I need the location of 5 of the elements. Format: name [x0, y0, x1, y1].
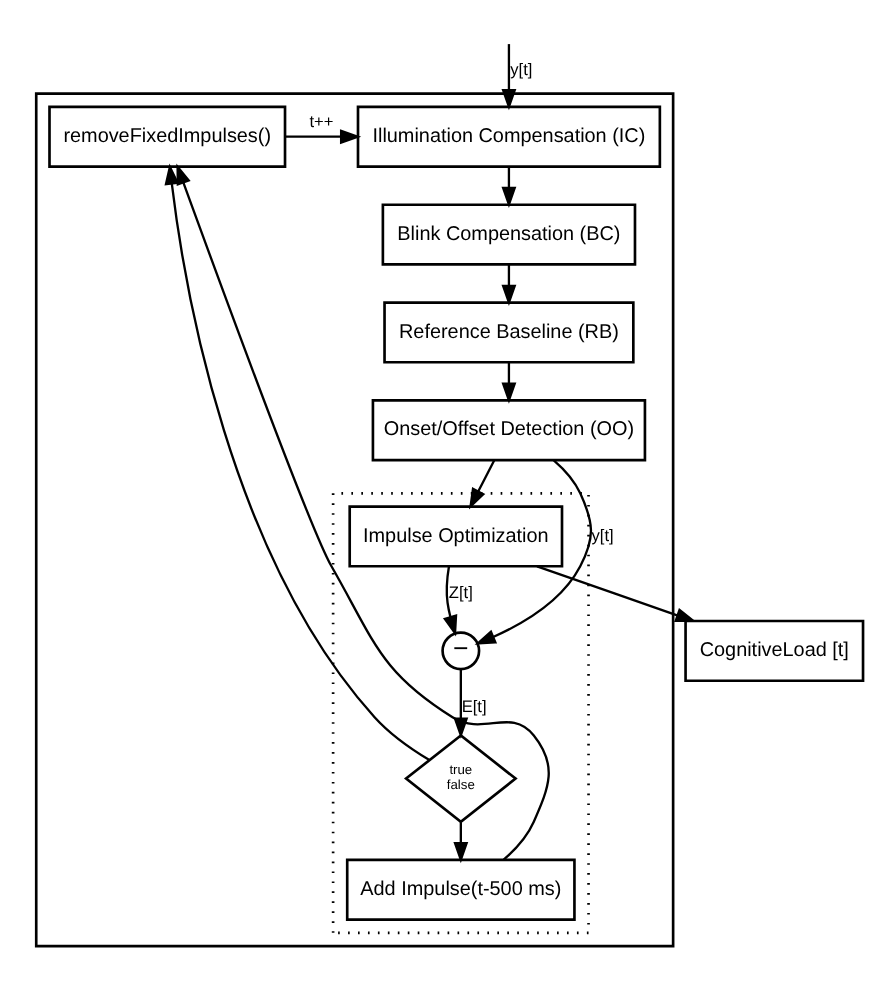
edge-label: E[t]	[461, 695, 487, 716]
edge-label: y[t]	[510, 58, 533, 79]
edge-label: y[t]	[591, 523, 614, 544]
edge-label: t++	[309, 109, 334, 130]
edge-label: Z[t]	[448, 580, 473, 601]
